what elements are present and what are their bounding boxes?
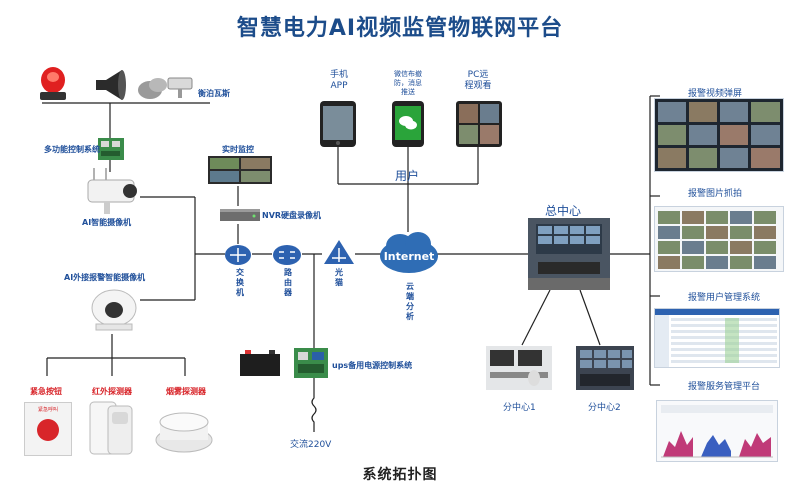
sub-center-2-image — [576, 346, 634, 390]
video-grid-graphic — [658, 102, 780, 168]
smoke-label: 烟雾探测器 — [166, 387, 206, 396]
infrared-detector-icon — [89, 401, 133, 455]
dome-camera-icon — [91, 289, 137, 331]
optical-modem-icon — [324, 240, 354, 264]
feature-video-popup-label: 报警视频弹屏 — [688, 89, 743, 99]
wechat-label: 微信布撤 防，消息 推送 — [386, 70, 430, 97]
dashboard-graphic — [661, 405, 773, 458]
internet-label: Internet — [383, 250, 435, 263]
diagram-caption: 系统拓扑图 — [362, 467, 438, 483]
switch-icon — [225, 245, 251, 265]
wechat-phone-icon — [392, 101, 424, 147]
wechat-line-2: 防，消息 — [394, 79, 422, 87]
realtime-label: 实时监控 — [222, 145, 254, 154]
nvr-label: NVR硬盘录像机 — [262, 211, 322, 220]
alarm-light-icon — [40, 67, 66, 100]
ai-camera-icon — [87, 168, 137, 214]
multi-control-label: 多功能控制系统 — [44, 145, 100, 154]
gas-label: 衡泊瓦斯 — [198, 89, 230, 98]
wechat-line-3: 推送 — [401, 88, 415, 96]
ups-label: ups备用电源控制系统 — [332, 361, 413, 370]
monitor-icon — [208, 156, 272, 184]
feature-user-management-panel — [654, 308, 780, 368]
control-board-icon — [98, 138, 124, 160]
feature-service-platform-label: 报警服务管理平台 — [688, 382, 761, 392]
gas-camera-icon — [138, 77, 193, 99]
mobile-phone-icon — [320, 101, 356, 147]
main-center-image — [528, 218, 610, 290]
ups-board-icon — [294, 348, 328, 378]
infrared-label: 红外探测器 — [92, 387, 132, 396]
sub-center-1-image — [486, 346, 552, 390]
pc-line-1: PC远 — [467, 70, 489, 80]
smoke-detector-icon — [155, 412, 213, 453]
emergency-button-device: 紧急呼叫 — [24, 402, 72, 456]
sub-center-1-label: 分中心1 — [503, 403, 536, 413]
battery-icon — [240, 350, 280, 376]
mobile-app-line-2: APP — [330, 81, 348, 91]
router-label: 路由器 — [284, 268, 292, 297]
feature-video-popup-panel — [654, 98, 784, 172]
feature-user-management-label: 报警用户管理系统 — [688, 293, 761, 303]
photo-grid-graphic — [658, 211, 776, 269]
main-center-label: 总中心 — [545, 204, 582, 218]
nvr-icon — [220, 209, 260, 221]
ac-power-label: 交流220V — [290, 440, 332, 450]
red-button-icon — [37, 419, 59, 441]
siren-horn-icon — [96, 70, 126, 100]
optical-label: 光猫 — [335, 268, 343, 287]
user-label: 用户 — [395, 169, 420, 183]
switch-label: 交换机 — [236, 268, 244, 297]
router-icon — [273, 245, 301, 265]
sub-center-2-label: 分中心2 — [588, 403, 621, 413]
ai-camera-label: AI智能摄像机 — [82, 218, 132, 227]
page-title: 智慧电力AI视频监管物联网平台 — [236, 16, 564, 41]
tablet-icon — [456, 101, 502, 147]
ai-alarm-camera-label: AI外接报警智能摄像机 — [64, 273, 146, 282]
pc-line-2: 程观看 — [464, 81, 492, 91]
internet-cloud-icon — [380, 232, 438, 273]
feature-service-platform-panel — [656, 400, 778, 462]
mobile-app-label: 手机 APP — [322, 70, 356, 92]
pc-label: PC远 程观看 — [458, 70, 498, 92]
emergency-button-label: 紧急按钮 — [30, 387, 62, 396]
wechat-line-1: 微信布撤 — [394, 70, 422, 78]
mobile-app-line-1: 手机 — [329, 70, 348, 80]
feature-photo-capture-label: 报警图片抓拍 — [688, 189, 743, 199]
table-graphic — [655, 309, 779, 367]
emergency-plate-text: 紧急呼叫 — [37, 407, 58, 413]
feature-photo-capture-panel — [654, 206, 784, 272]
cloud-analysis-label: 云端分析 — [406, 282, 414, 321]
